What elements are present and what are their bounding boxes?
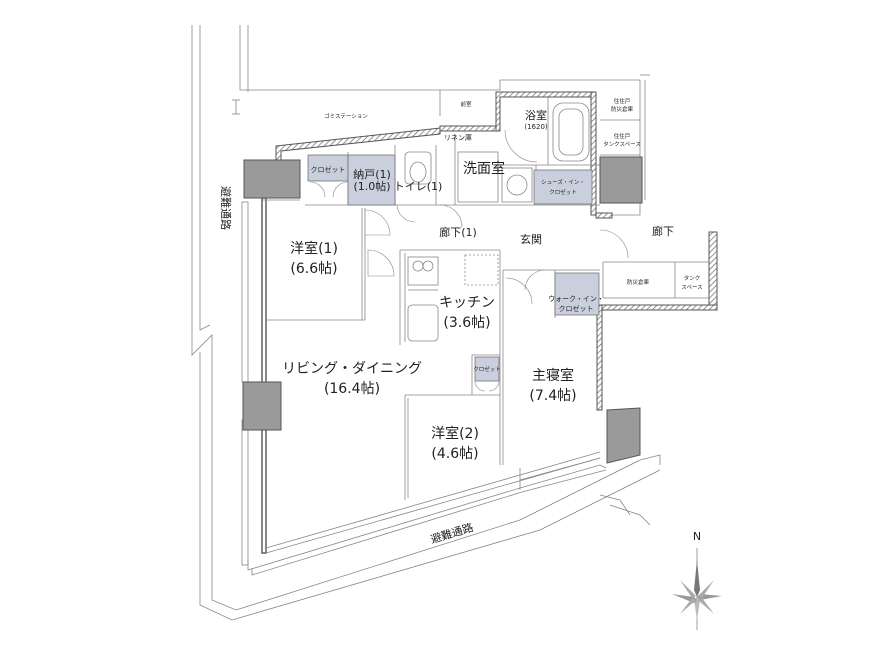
- common-area-outline: [252, 74, 650, 216]
- walkin-closet-label: クロゼット: [559, 304, 594, 313]
- compass: N: [672, 530, 722, 630]
- room-corridor2-name: 廊下: [652, 224, 674, 238]
- garbage-station-label: ゴミステーション: [324, 112, 368, 120]
- evac-path-left-label: 避難通路: [219, 186, 233, 230]
- room-storage-name: 納戸(1): [353, 168, 391, 181]
- room-master-name: 主寝室: [532, 367, 574, 384]
- room-western1-name: 洋室(1): [290, 240, 338, 257]
- site-boundary: [191, 25, 661, 621]
- unit-outer-wall: [275, 91, 718, 411]
- room-storage-size: (1.0帖): [353, 180, 390, 193]
- shoes-closet-label: クロゼット: [549, 188, 577, 196]
- evac-path-bottom-label: 避難通路: [429, 520, 475, 546]
- room-kitchen-size: (3.6帖): [443, 315, 490, 331]
- room-labels: 洋室(1) (6.6帖) キッチン (3.6帖) リビング・ダイニング (16.…: [282, 108, 674, 462]
- small-labels: クロゼット クロゼット リネン庫 シューズ・イン・ クロゼット ウォーク・イン・…: [311, 97, 703, 373]
- doors: [309, 129, 629, 392]
- room-living-name: リビング・ダイニング: [282, 361, 422, 377]
- closet-b-label: クロゼット: [473, 365, 501, 373]
- room-washroom-name: 洗面室: [463, 160, 505, 177]
- fixtures: [404, 102, 590, 342]
- room-toilet-name: トイレ(1): [394, 180, 443, 193]
- room-living-size: (16.4帖): [324, 381, 380, 397]
- disaster-store-label: 防災倉庫: [611, 105, 634, 113]
- balcony: [247, 451, 607, 576]
- user-door2-label: 住住戸: [614, 132, 631, 140]
- fire-shelf-label: 防災倉庫: [627, 278, 650, 286]
- room-western2-size: (4.6帖): [431, 446, 478, 462]
- pillars: [242, 156, 643, 464]
- closets: [307, 154, 600, 382]
- room-entrance-name: 玄関: [520, 232, 542, 246]
- shoes-in-label: シューズ・イン・: [541, 178, 585, 186]
- tank-space2-label: タンクスペース: [603, 140, 641, 148]
- front-room-label: 前室: [460, 100, 472, 108]
- room-western1-size: (6.6帖): [290, 261, 337, 277]
- tank-label: タンク: [684, 274, 701, 282]
- compass-north-label: N: [693, 530, 701, 543]
- tank-space-label: スペース: [681, 284, 702, 291]
- room-bath-name: 浴室: [525, 108, 547, 122]
- room-master-size: (7.4帖): [529, 388, 576, 404]
- user-door-label: 住住戸: [614, 97, 631, 105]
- linen-label: リネン庫: [444, 133, 472, 142]
- closet-a-label: クロゼット: [311, 165, 346, 174]
- room-corridor1-name: 廊下(1): [439, 225, 477, 239]
- room-western2-name: 洋室(2): [431, 425, 479, 442]
- room-bath-size: (1620): [524, 123, 548, 131]
- walkin-label: ウォーク・イン・: [548, 295, 604, 303]
- room-kitchen-name: キッチン: [439, 295, 495, 311]
